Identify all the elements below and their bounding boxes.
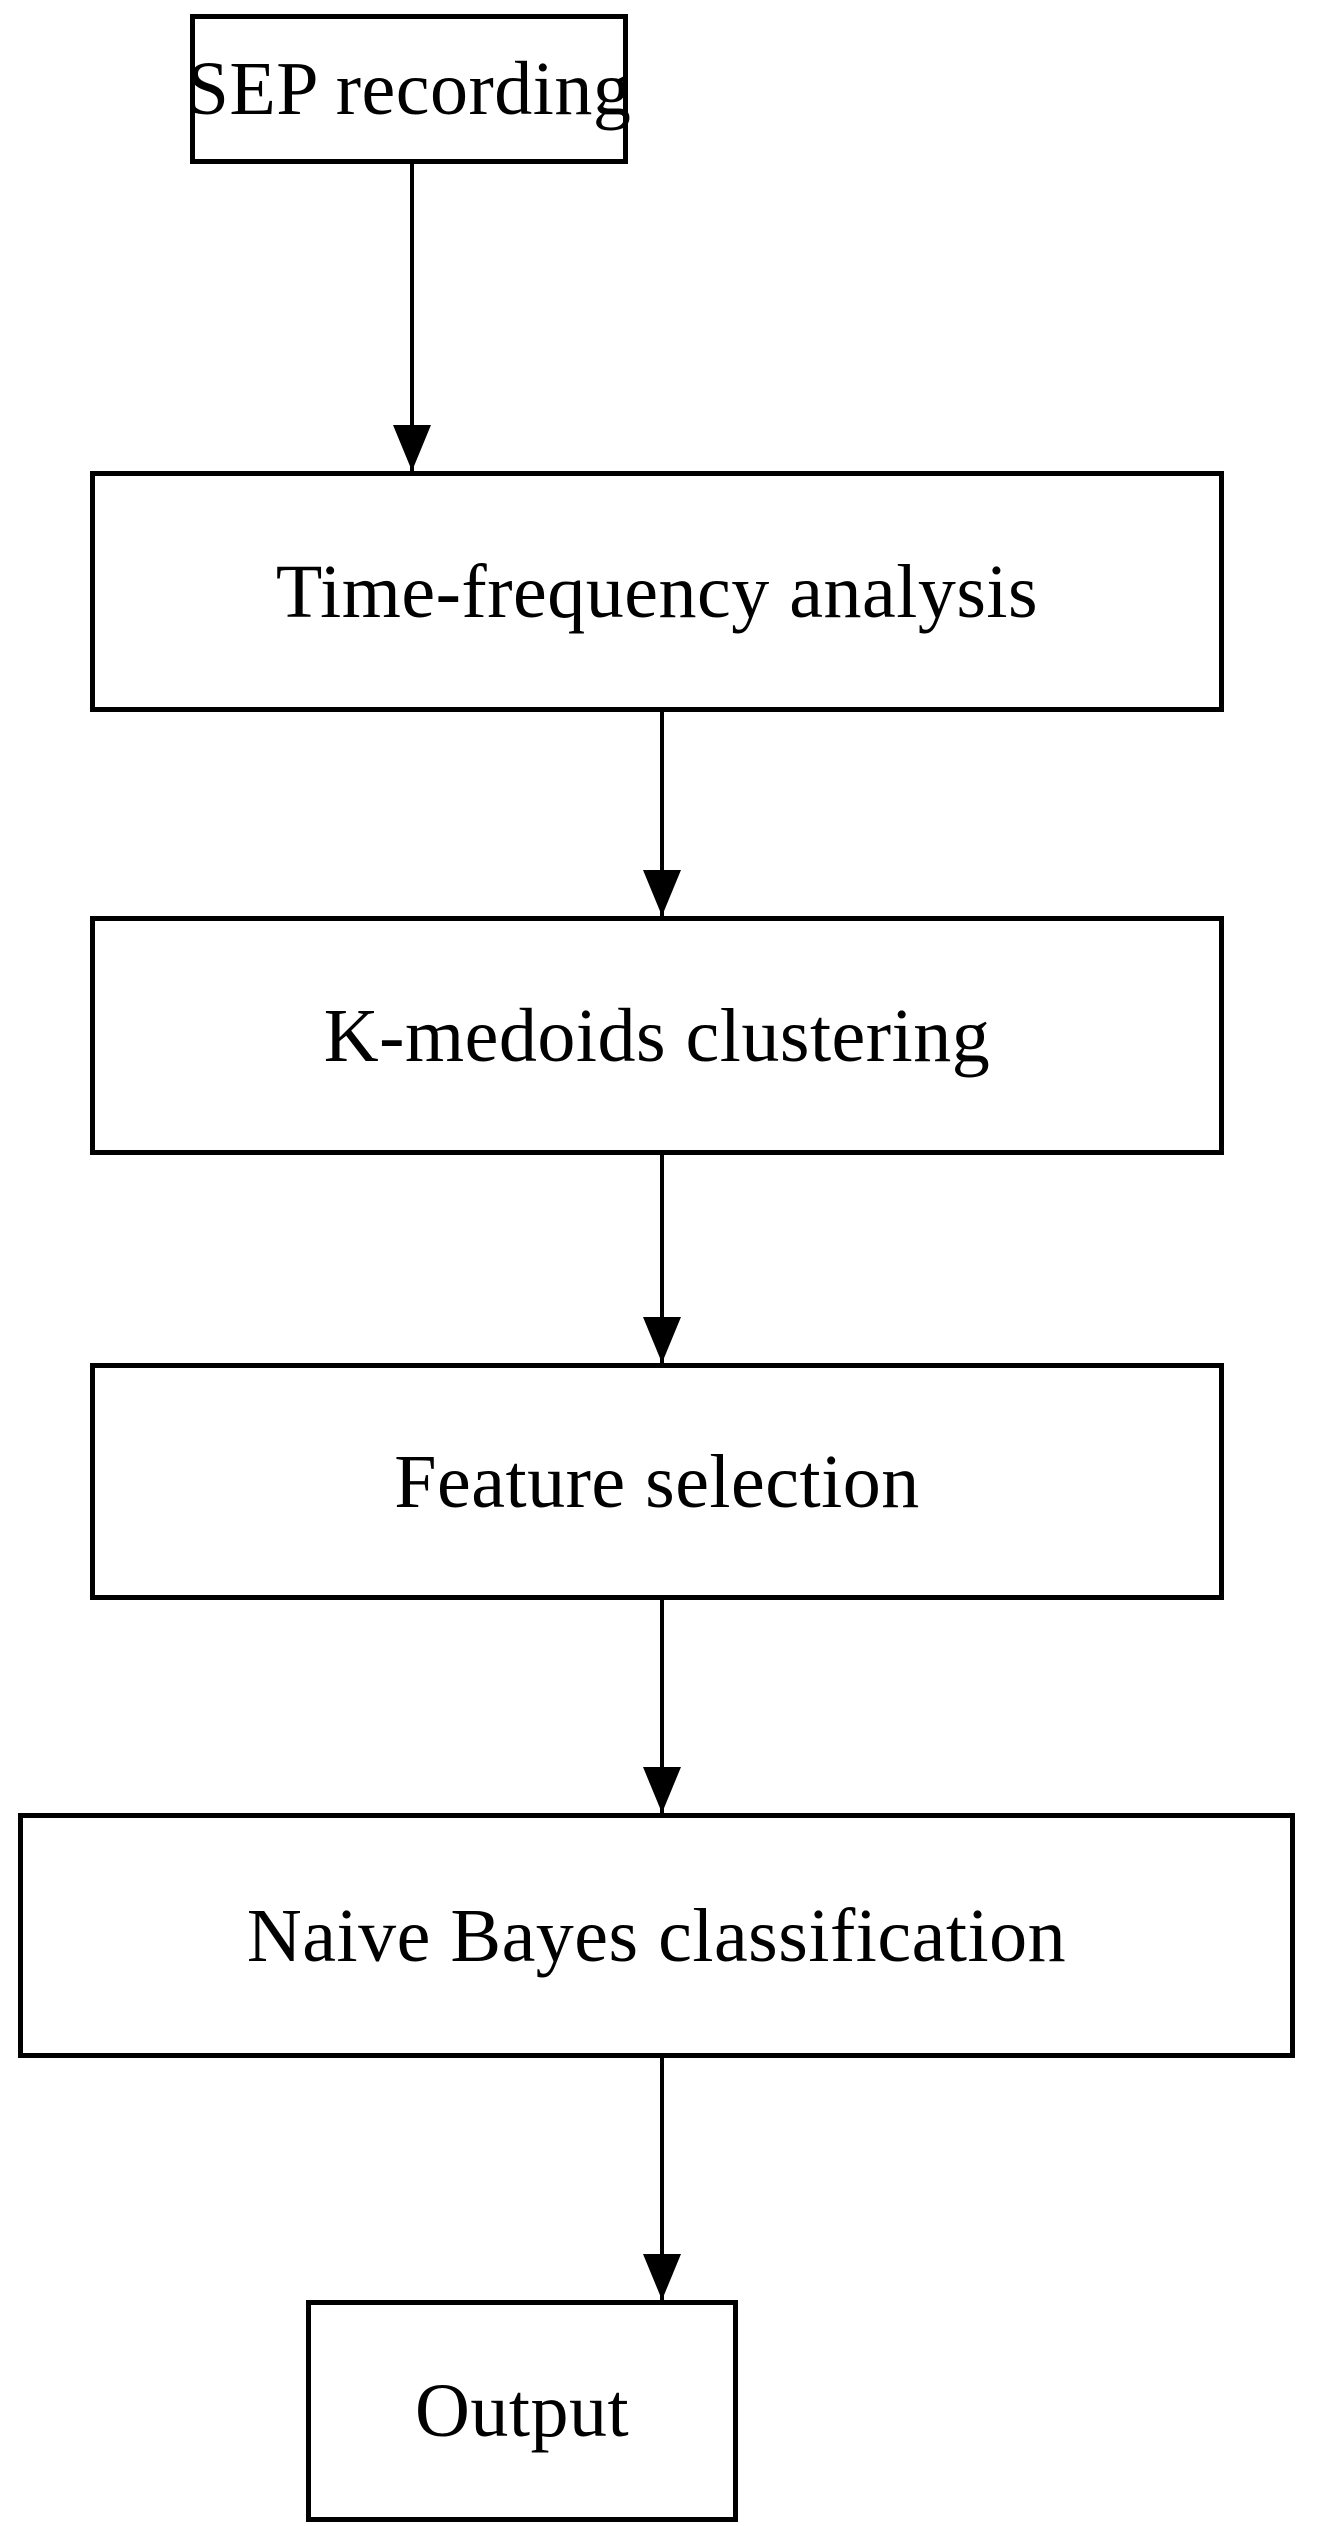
- arrowhead-down-icon: [643, 2254, 681, 2300]
- arrowhead-down-icon: [393, 425, 431, 471]
- flow-node-label: K-medoids clustering: [323, 993, 991, 1078]
- flow-node-k-medoids-clustering[interactable]: K-medoids clustering: [90, 916, 1224, 1155]
- connector-line: [660, 1600, 664, 1813]
- connector-line: [410, 164, 414, 471]
- flow-node-label: Feature selection: [394, 1439, 920, 1524]
- arrowhead-down-icon: [643, 870, 681, 916]
- flow-node-sep-recording[interactable]: SEP recording: [187, 14, 631, 164]
- flow-node-label: Naive Bayes classification: [246, 1893, 1067, 1978]
- flow-node-feature-selection[interactable]: Feature selection: [90, 1363, 1224, 1600]
- connector-line: [660, 1155, 664, 1363]
- connector-line: [660, 2058, 664, 2300]
- flow-node-label: SEP recording: [186, 47, 632, 131]
- flow-node-time-frequency-analysis[interactable]: Time-frequency analysis: [90, 471, 1224, 712]
- flow-node-output[interactable]: Output: [306, 2300, 738, 2522]
- flow-node-naive-bayes-classification[interactable]: Naive Bayes classification: [18, 1813, 1295, 2058]
- flow-node-label: Time-frequency analysis: [275, 549, 1039, 634]
- arrowhead-down-icon: [643, 1317, 681, 1363]
- arrowhead-down-icon: [643, 1767, 681, 1813]
- flow-node-label: Output: [414, 2369, 630, 2453]
- connector-line: [660, 712, 664, 916]
